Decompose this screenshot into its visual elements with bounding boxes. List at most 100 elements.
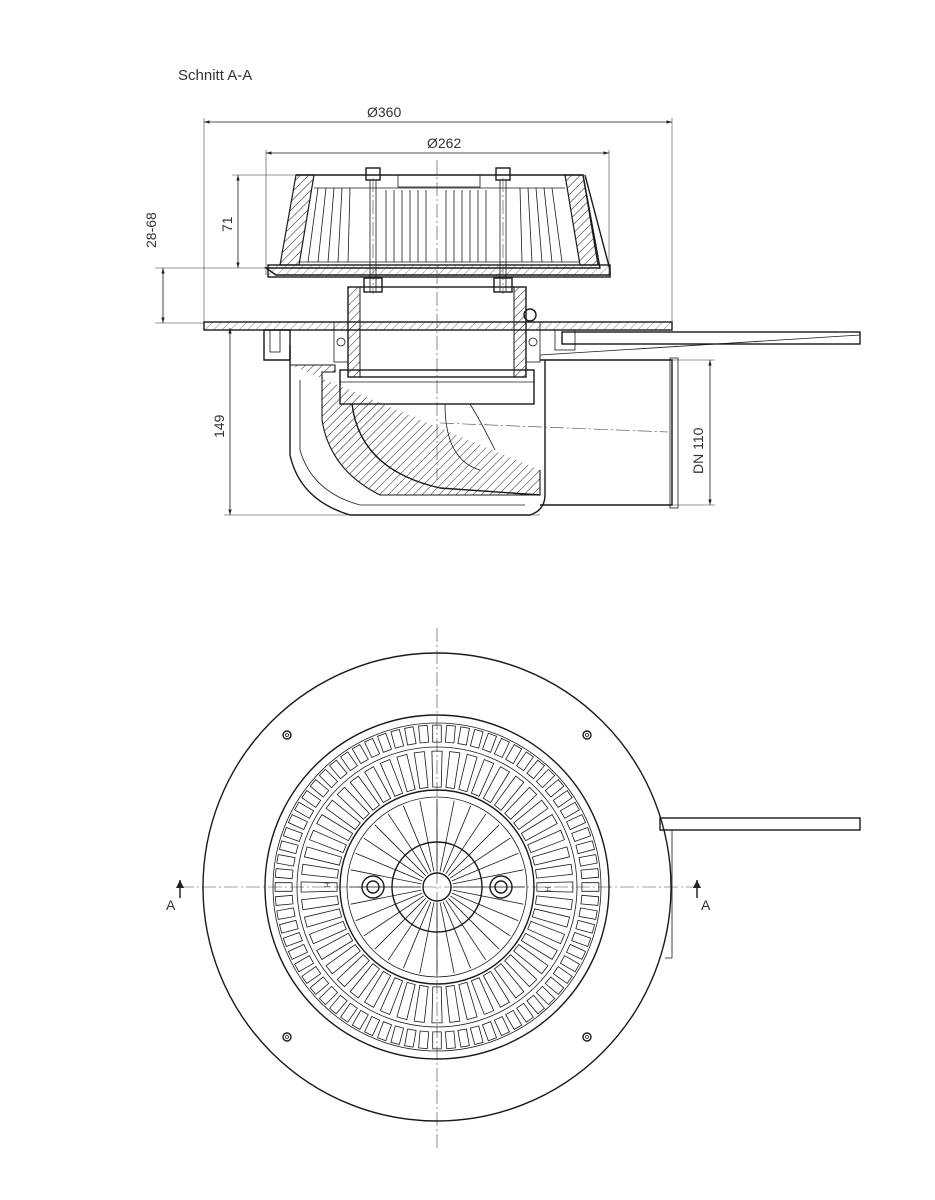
grate-spoke [445, 813, 487, 874]
grate-slot [303, 846, 343, 866]
grate-slot [516, 1002, 534, 1023]
grate-slot [279, 840, 299, 855]
grate-slot [559, 955, 580, 973]
grate-spoke [439, 800, 455, 872]
grate-slots-outer [274, 724, 600, 1050]
grate-slot [300, 881, 338, 893]
grate-slot [318, 768, 339, 789]
grate-slot [505, 1009, 523, 1030]
grate-slot [364, 766, 392, 804]
outer-flange-ring [202, 652, 672, 1122]
grate-slot [493, 737, 510, 759]
grate-spoke [363, 837, 424, 879]
grate-slot [493, 1015, 510, 1037]
grate-slot [379, 977, 404, 1016]
grate-spoke [450, 895, 511, 937]
drain-body [263, 329, 861, 516]
grate-slot [481, 732, 498, 753]
dimension-height-range: 28-68 [143, 212, 268, 324]
grate-slot [301, 966, 322, 984]
grate-spoke [451, 892, 519, 922]
grate-slot [308, 829, 347, 854]
section-marker-left: A [166, 880, 184, 913]
grate-slot [318, 985, 339, 1006]
grate-spoke [402, 805, 432, 873]
grate-slot [274, 882, 293, 892]
grate-spoke [419, 902, 435, 974]
body-depth-label: 149 [211, 414, 227, 438]
grate-slot [493, 963, 525, 999]
grate-slot [329, 994, 348, 1015]
grate-slot [544, 976, 565, 995]
grate-spoke [402, 901, 432, 969]
grate-slot [432, 1031, 442, 1050]
grate-slot [431, 986, 443, 1024]
grate-slot [379, 758, 404, 797]
grate-slot [559, 801, 580, 819]
grate-slot [575, 919, 595, 934]
grate-slot [536, 881, 574, 893]
grate-slot [349, 775, 381, 811]
grate-spoke [442, 805, 472, 873]
grate-slot [274, 868, 294, 880]
grate-slot [282, 826, 303, 843]
grate-slot [325, 799, 361, 831]
grate-slot [301, 863, 339, 879]
grate-slot [336, 954, 370, 988]
dimension-outlet-size: DN 110 [672, 359, 715, 506]
grate-slot [457, 1028, 470, 1048]
grate-slot [404, 726, 417, 746]
grate-slot [287, 814, 309, 831]
grate-slot [527, 829, 566, 854]
grate-slot [325, 943, 361, 975]
grate-slot [404, 1028, 417, 1048]
section-title: Schnitt A-A [178, 67, 252, 84]
dimension-outer-diameter: Ø360 [203, 104, 673, 330]
height-mark-right: H [544, 886, 553, 892]
grate-slot [418, 1030, 430, 1050]
grate-slot [571, 826, 592, 843]
grate-spoke [439, 902, 455, 974]
grate-slot [444, 724, 456, 744]
grate-spoke [452, 869, 524, 885]
grate-slot [309, 976, 330, 995]
grate-slot [504, 954, 538, 988]
grate-slot [565, 814, 587, 831]
grate-slot [349, 963, 381, 999]
grate-slot [396, 981, 416, 1021]
grate-slot [578, 907, 598, 920]
grate-slot [340, 1002, 358, 1023]
grate-spoke [355, 892, 423, 922]
grate-spoke [451, 852, 519, 882]
grate-slot [571, 931, 592, 948]
grate-slot [418, 724, 430, 744]
grate-spoke [419, 800, 435, 872]
grate-slot [581, 882, 600, 892]
grate-slots-inner [300, 750, 574, 1024]
grate-slot [457, 726, 470, 746]
height-mark-left: H [322, 882, 331, 888]
grate-slot [504, 786, 538, 820]
section-marker-right-label: A [701, 897, 711, 913]
screw-right [493, 167, 513, 294]
grate-slot [294, 955, 315, 973]
grate-slot [336, 786, 370, 820]
grate-slot [309, 779, 330, 798]
grate-slot [565, 943, 587, 960]
grate-slot [535, 768, 556, 789]
grate-spoke [355, 852, 423, 882]
inner-diameter-label: Ø262 [427, 135, 461, 151]
grate-slot [531, 908, 571, 928]
grate-slot [276, 907, 296, 920]
grate-slot [481, 1021, 498, 1042]
grate-slot [470, 977, 495, 1016]
outlet-size-label: DN 110 [690, 427, 706, 474]
grate-slot [432, 724, 442, 743]
grate-slot [535, 985, 556, 1006]
grate-slot [364, 737, 381, 759]
grate-slot [531, 846, 571, 866]
grate-spoke [442, 901, 472, 969]
grate-slot [526, 994, 545, 1015]
outlet-pipe-plan [659, 817, 861, 959]
